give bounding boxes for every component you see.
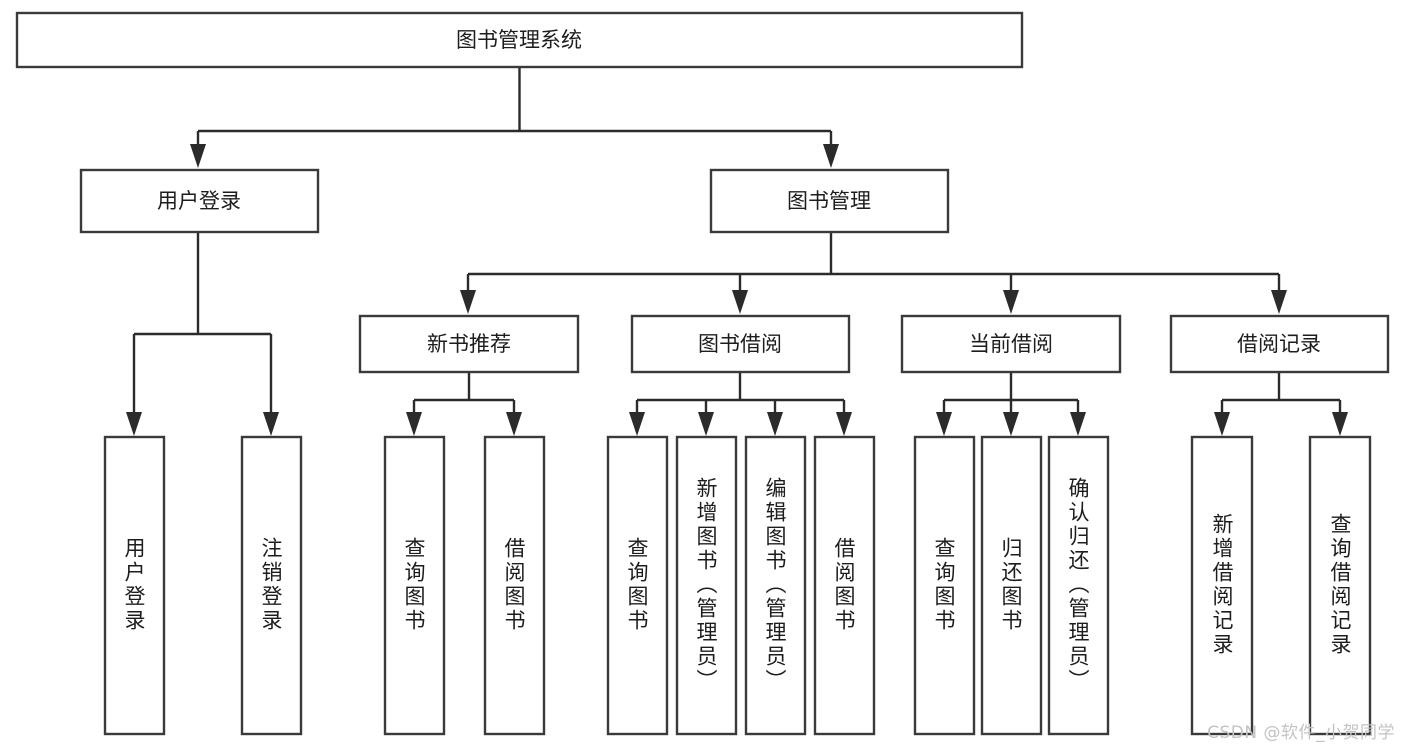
arrowhead-add-book xyxy=(698,412,714,436)
leaf-user-logout[interactable]: 注销登录 xyxy=(240,435,303,736)
leaf-user-logout-label: 注销登录 xyxy=(259,537,283,633)
leaf-return-book[interactable]: 归还图书 xyxy=(980,435,1043,736)
leaf-add-record-label: 新增借阅记录 xyxy=(1210,513,1234,657)
leaf-user-login-box[interactable] xyxy=(103,435,166,736)
leaf-user-login-label: 用户登录 xyxy=(122,537,146,633)
node-root-label: 图书管理系统 xyxy=(456,28,582,52)
node-borrow-record-label: 借阅记录 xyxy=(1237,332,1321,356)
arrowhead-book-borrow xyxy=(732,290,748,314)
leaf-borrow-book-1-box[interactable] xyxy=(483,435,546,736)
leaf-query-book-3-label: 查询图书 xyxy=(932,537,956,633)
arrowhead-borrow-record xyxy=(1271,290,1287,314)
leaf-query-book-2-box[interactable] xyxy=(606,435,669,736)
leaf-confirm-return-label: 确认归还（管理员） xyxy=(1066,477,1090,693)
csdn-watermark: CSDN @软件_小贺同学 xyxy=(1207,723,1395,743)
leaf-query-record[interactable]: 查询借阅记录 xyxy=(1308,435,1372,736)
node-current-borrow-label: 当前借阅 xyxy=(969,332,1053,356)
leaf-confirm-return-box[interactable] xyxy=(1047,435,1110,736)
arrowhead-current-borrow xyxy=(1003,290,1019,314)
leaf-query-book-1[interactable]: 查询图书 xyxy=(383,435,446,736)
arrowhead-edit-book xyxy=(767,412,783,436)
arrowhead-query-book-3 xyxy=(936,412,952,436)
node-user-login-label: 用户登录 xyxy=(157,189,241,213)
node-user-login-box[interactable] xyxy=(79,168,320,234)
node-borrow-record[interactable]: 借阅记录 xyxy=(1169,314,1390,374)
node-current-borrow-box[interactable] xyxy=(900,314,1122,374)
node-new-book-recommend-box[interactable] xyxy=(358,314,580,374)
leaf-edit-book[interactable]: 编辑图书（管理员） xyxy=(744,435,807,736)
arrowhead-leaf-user-login xyxy=(126,412,142,436)
leaf-edit-book-box[interactable] xyxy=(744,435,807,736)
leaf-query-book-3[interactable]: 查询图书 xyxy=(913,435,976,736)
node-new-book-recommend[interactable]: 新书推荐 xyxy=(358,314,580,374)
arrowhead-return-book xyxy=(1003,412,1019,436)
arrowhead-book-manage xyxy=(823,144,839,168)
node-current-borrow[interactable]: 当前借阅 xyxy=(900,314,1122,374)
leaf-add-book[interactable]: 新增图书（管理员） xyxy=(675,435,738,736)
arrowhead-query-record xyxy=(1332,412,1348,436)
leaf-query-book-1-box[interactable] xyxy=(383,435,446,736)
leaf-borrow-book-2[interactable]: 借阅图书 xyxy=(813,435,876,736)
node-new-book-recommend-label: 新书推荐 xyxy=(427,332,511,356)
leaf-borrow-book-1-label: 借阅图书 xyxy=(502,537,526,633)
arrowhead-add-record xyxy=(1214,412,1230,436)
leaf-return-book-box[interactable] xyxy=(980,435,1043,736)
leaf-borrow-book-2-box[interactable] xyxy=(813,435,876,736)
arrowhead-borrow-book-2 xyxy=(836,412,852,436)
node-book-manage[interactable]: 图书管理 xyxy=(709,168,950,234)
leaf-add-book-box[interactable] xyxy=(675,435,738,736)
node-user-login[interactable]: 用户登录 xyxy=(79,168,320,234)
node-book-manage-label: 图书管理 xyxy=(787,189,871,213)
arrowhead-leaf-user-logout xyxy=(263,412,279,436)
arrowhead-borrow-book-1 xyxy=(506,412,522,436)
leaf-borrow-book-1[interactable]: 借阅图书 xyxy=(483,435,546,736)
arrowhead-new-book-recommend xyxy=(460,290,476,314)
leaf-edit-book-label: 编辑图书（管理员） xyxy=(763,477,787,693)
connector-layer xyxy=(126,67,1348,436)
leaf-confirm-return[interactable]: 确认归还（管理员） xyxy=(1047,435,1110,736)
node-root-box[interactable] xyxy=(15,11,1024,69)
leaf-borrow-book-2-label: 借阅图书 xyxy=(832,537,856,633)
leaf-add-book-label: 新增图书（管理员） xyxy=(694,477,718,693)
leaf-query-book-1-label: 查询图书 xyxy=(402,537,426,633)
leaf-add-record[interactable]: 新增借阅记录 xyxy=(1190,435,1254,736)
node-book-borrow[interactable]: 图书借阅 xyxy=(630,314,851,374)
arrowhead-query-book-2 xyxy=(629,412,645,436)
arrowhead-confirm-return xyxy=(1070,412,1086,436)
leaf-query-record-label: 查询借阅记录 xyxy=(1328,513,1352,657)
node-book-borrow-box[interactable] xyxy=(630,314,851,374)
leaf-query-book-3-box[interactable] xyxy=(913,435,976,736)
node-borrow-record-box[interactable] xyxy=(1169,314,1390,374)
arrowhead-query-book-1 xyxy=(406,412,422,436)
leaf-user-logout-box[interactable] xyxy=(240,435,303,736)
node-book-manage-box[interactable] xyxy=(709,168,950,234)
leaf-query-book-2[interactable]: 查询图书 xyxy=(606,435,669,736)
leaf-query-record-box[interactable] xyxy=(1308,435,1372,736)
node-root[interactable]: 图书管理系统 xyxy=(15,11,1024,69)
leaf-query-book-2-label: 查询图书 xyxy=(625,537,649,633)
node-book-borrow-label: 图书借阅 xyxy=(698,332,782,356)
arrowhead-user-login xyxy=(190,144,206,168)
leaf-user-login[interactable]: 用户登录 xyxy=(103,435,166,736)
leaf-return-book-label: 归还图书 xyxy=(999,537,1023,633)
leaf-add-record-box[interactable] xyxy=(1190,435,1254,736)
